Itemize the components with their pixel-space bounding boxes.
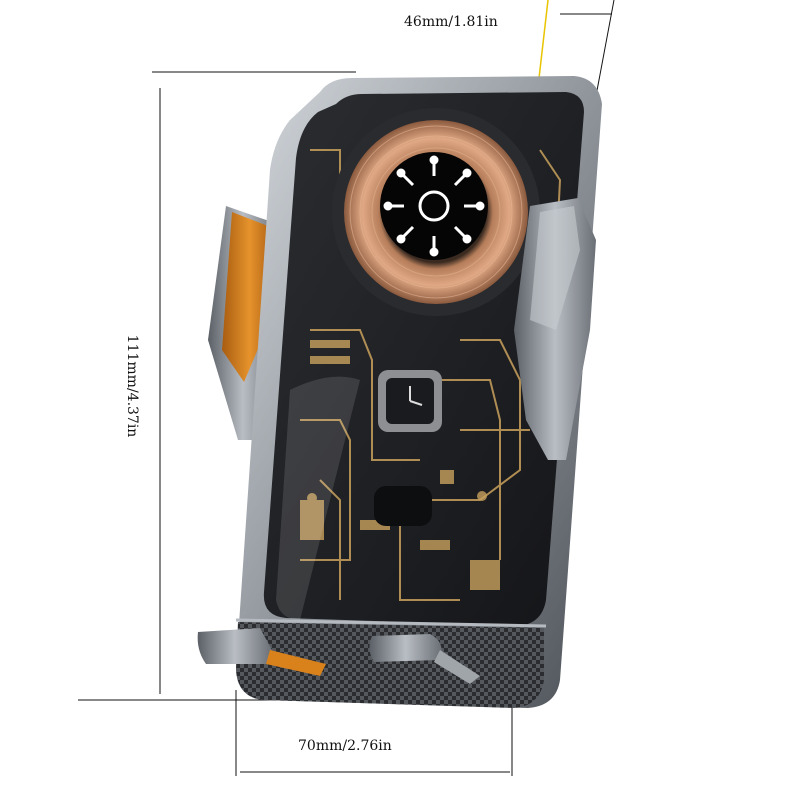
circuit-components <box>300 340 500 590</box>
right-guide-line <box>595 0 615 97</box>
top-width-label: 46mm/1.81in <box>404 14 498 30</box>
clock-chip <box>378 370 442 432</box>
wireless-charging-coil <box>332 108 540 316</box>
sun-logo-icon <box>383 155 485 257</box>
bottom-support-tray <box>235 618 547 708</box>
glass-reflection <box>276 376 360 620</box>
right-gripper-arm <box>514 198 596 460</box>
bottom-left-clip <box>197 628 326 676</box>
bottom-width-label: 70mm/2.76in <box>298 738 392 754</box>
bottom-right-clip <box>369 634 480 684</box>
height-label: 111mm/4.37in <box>124 334 140 438</box>
dark-module <box>374 486 432 526</box>
